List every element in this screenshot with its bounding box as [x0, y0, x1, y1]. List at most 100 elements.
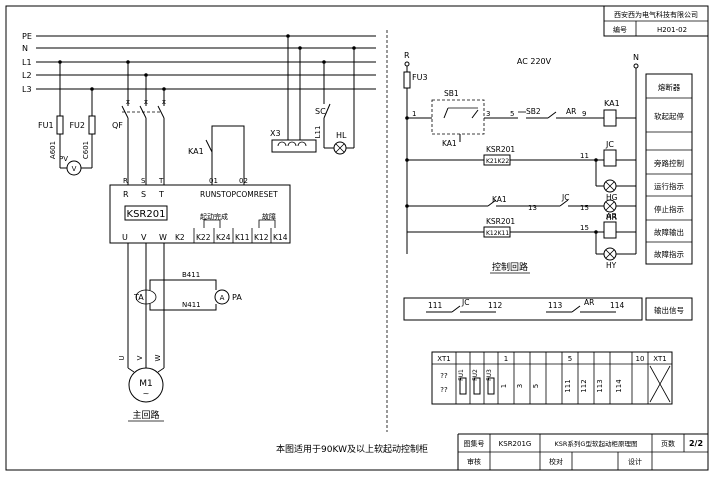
softstarter-box [109, 184, 291, 244]
hr-label: HR [606, 213, 617, 222]
phase-r-top: R [404, 51, 410, 60]
bus-n: N [22, 44, 28, 53]
terminal-01: 01 [209, 177, 218, 185]
out-112: 112 [488, 301, 503, 310]
voltmeter-branch [56, 60, 96, 176]
node-3: 3 [486, 110, 490, 118]
phase-t-label: T [158, 190, 164, 199]
company-name: 西安西为电气科技有限公司 [614, 10, 698, 19]
ar-coil-label: AR [606, 212, 617, 221]
node-1: 1 [412, 110, 416, 118]
ka1-seal-label: KA1 [442, 139, 457, 148]
phase-r-above: R [123, 177, 128, 185]
out-jc: JC [461, 298, 469, 307]
hg-label: HG [606, 193, 618, 202]
xt1-header: XT1 [437, 355, 450, 363]
strip-fu3: FU3 [486, 369, 493, 381]
phase-u-label: U [122, 233, 128, 242]
motor-v-label: V [136, 355, 144, 360]
sheet-border [5, 5, 709, 471]
voltmeter-symbol: V [72, 165, 77, 173]
phase-w-label: W [159, 233, 167, 242]
bus-l2: L2 [22, 71, 32, 80]
row-stop-indicator [405, 199, 636, 213]
xt1-end: XT1 [653, 355, 666, 363]
main-circuit: PE N L1 L2 L3 FU1 FU2 A601 C601 V PV [22, 32, 376, 422]
phase-v-label: V [141, 233, 147, 242]
side-label-fault-out: 故障输出 [654, 227, 684, 237]
ammeter-symbol: A [220, 294, 225, 302]
qf-mark-3: x [162, 98, 166, 106]
ksr-row2-label: KSR201 [486, 145, 515, 154]
page-label: 页数 [661, 439, 675, 448]
review-label: 审核 [467, 457, 481, 466]
drawing-title: KSR系列G型软起动柜原理图 [555, 439, 638, 448]
motor-w-label: W [154, 354, 162, 361]
qf-mark-2: x [144, 98, 148, 106]
wire-c601: C601 [82, 141, 90, 159]
motor-symbol: ~ [143, 389, 150, 398]
sb2-label: SB2 [526, 107, 541, 116]
out-114: 114 [610, 301, 625, 310]
motor-leads [127, 243, 230, 368]
ka1-row3-label: KA1 [492, 195, 507, 204]
drawing-no-value: KSR201G [499, 440, 532, 448]
wire-a601: A601 [49, 141, 57, 159]
side-label-fuse: 熔断器 [658, 82, 681, 92]
terminal-strip [431, 351, 673, 405]
motor-m1-icon [128, 367, 164, 403]
coil-ka1 [603, 109, 617, 127]
proof-label: 校对 [549, 457, 563, 466]
node-15: 15 [580, 204, 589, 212]
ka1-label: KA1 [188, 147, 204, 156]
terminal-02: 02 [239, 177, 248, 185]
terminal-k14: K14 [273, 233, 288, 242]
start-complete-label: 起动完成 [200, 212, 228, 221]
terminal-k22: K22 [196, 233, 211, 242]
motor-label: M1 [139, 379, 153, 389]
strip-fu2: FU2 [472, 369, 479, 381]
out-111: 111 [428, 301, 443, 310]
strip-term-3: 3 [516, 384, 524, 388]
node-5: 5 [510, 110, 514, 118]
qmark-1: ?? [440, 372, 448, 380]
row-bypass [405, 149, 636, 193]
output-signal-label: 输出信号 [654, 305, 684, 315]
side-label-bypass: 旁路控制 [654, 158, 684, 168]
hl-label: HL [336, 131, 347, 140]
sb1-label: SB1 [444, 89, 459, 98]
wire-n411: N411 [182, 301, 201, 309]
ka1-coil-label: KA1 [604, 99, 620, 108]
number-label: 编号 [613, 25, 627, 34]
ksr-row4-label: KSR201 [486, 217, 515, 226]
terminal-block-x3 [271, 34, 317, 153]
coil-jc [603, 149, 617, 167]
row-start-stop [405, 99, 636, 142]
qmark-2: ?? [440, 386, 448, 394]
side-label-column [645, 73, 693, 265]
bus-pe: PE [22, 32, 32, 41]
side-label-stop: 停止指示 [654, 204, 684, 214]
strip-term-114: 114 [615, 379, 623, 393]
strip-term-111: 111 [564, 379, 572, 392]
qf-label: QF [112, 121, 123, 130]
terminal-k12: K12 [254, 233, 269, 242]
out-ar: AR [584, 298, 594, 307]
fuse-fu3 [403, 71, 411, 89]
sc-label: SC [315, 107, 326, 116]
strip-term-1: 1 [500, 384, 508, 388]
fuse-fu1 [56, 115, 64, 135]
strip-num-10: 10 [636, 355, 645, 363]
control-circuit-caption: 控制回路 [492, 261, 528, 273]
node-11: 11 [580, 152, 589, 160]
strip-term-113: 113 [596, 379, 604, 392]
bottom-title-block: 图集号 KSR201G KSR系列G型软起动柜原理图 页数 2/2 审核 校对 … [457, 433, 708, 470]
ammeter-icon [214, 289, 230, 305]
bus-l1: L1 [22, 58, 32, 67]
side-label-run: 运行指示 [654, 181, 684, 191]
bus-l3: L3 [22, 85, 32, 94]
pa-label: PA [232, 293, 242, 302]
node-13: 13 [528, 204, 537, 212]
